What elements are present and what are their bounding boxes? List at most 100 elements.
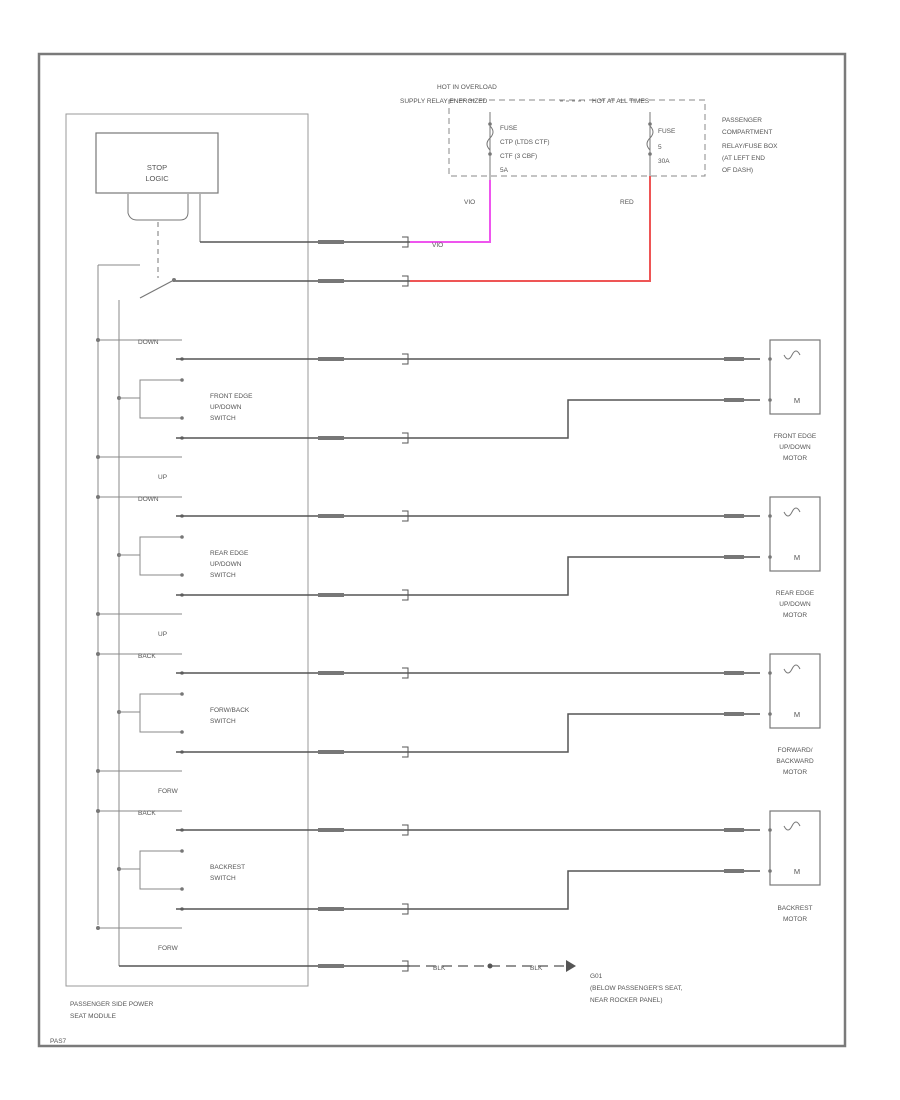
bus-node [96, 495, 100, 499]
harness-connector [318, 436, 344, 440]
figure-id: PAS7 [50, 1038, 67, 1045]
harness-connector-pin [402, 589, 409, 601]
stop-logic-coil [127, 194, 189, 221]
motor-connector [724, 357, 744, 361]
switch-terminal [180, 416, 184, 420]
motor-connector [724, 514, 744, 518]
bus-node [96, 612, 100, 616]
vio-wire-mid-label: VIO [432, 242, 443, 249]
fuse-right-label-3: 30A [658, 158, 670, 165]
motor-winding-icon [783, 664, 801, 674]
motor-terminal [768, 828, 772, 832]
ground-wire-label: BLK [433, 965, 446, 972]
motor-box [769, 653, 821, 729]
harness-connector-pin [402, 903, 409, 915]
switch-position-label: BACK [138, 810, 156, 817]
motor-wire-lower [176, 399, 760, 439]
switch-contact [139, 536, 182, 576]
switch-terminal [180, 849, 184, 853]
outer-frame [37, 52, 847, 1048]
motor-winding-icon [783, 350, 801, 360]
motor-name-label: REAR EDGE [776, 590, 815, 597]
switch-terminal [180, 535, 184, 539]
harness-connector-pin [402, 824, 409, 836]
switch-position-label: FORW [158, 788, 179, 795]
fuse-left: FUSE CTP (LTDS CTF) CTF (3 CBF) 5A [486, 112, 550, 180]
fuse-right-label-1: FUSE [658, 128, 676, 135]
harness-connector [318, 750, 344, 754]
motor-name-label: UP/DOWN [779, 444, 811, 451]
motor-wire-lower [176, 556, 760, 596]
fuse-left-label-4: 5A [500, 167, 509, 174]
bus-node [96, 769, 100, 773]
hot-at-all-times-label: HOT AT ALL TIMES [592, 98, 650, 105]
harness-connector [318, 828, 344, 832]
motor-name-label: MOTOR [783, 769, 807, 776]
harness-connector [318, 907, 344, 911]
supply-connector-2 [318, 275, 409, 287]
motor-name-label: MOTOR [783, 455, 807, 462]
switch-terminal [180, 730, 184, 734]
fuse-left-label-3: CTF (3 CBF) [500, 153, 537, 160]
stop-logic-box [95, 132, 219, 194]
motor-name-label: UP/DOWN [779, 601, 811, 608]
relay-box-label-2: COMPARTMENT [722, 129, 772, 136]
switch-position-label: FORW [158, 945, 179, 952]
motor-connector [724, 712, 744, 716]
relay-box-label-3: RELAY/FUSE BOX [722, 143, 778, 150]
harness-connector [318, 671, 344, 675]
fuse-right-label-2: 5 [658, 144, 662, 151]
switch-position-label: UP [158, 474, 167, 481]
switch-position-label: BACK [138, 653, 156, 660]
red-wire [410, 176, 651, 282]
hot-overload-label: HOT IN OVERLOAD [437, 84, 497, 91]
motor-box [769, 810, 821, 886]
switch-contact [139, 693, 182, 733]
motor-terminal [768, 712, 772, 716]
motor-box [769, 339, 821, 415]
harness-connector-pin [402, 432, 409, 444]
module-label-1: PASSENGER SIDE POWER [70, 1001, 154, 1008]
vio-wire [410, 180, 491, 243]
ground-connector [318, 960, 409, 972]
ground-symbol-icon [566, 960, 576, 972]
bus-node [96, 338, 100, 342]
motor-terminal [768, 671, 772, 675]
fuse-left-label-2: CTP (LTDS CTF) [500, 139, 550, 146]
ground-label-3: NEAR ROCKER PANEL) [590, 997, 662, 1004]
motor-connector [724, 869, 744, 873]
motor-terminal [768, 869, 772, 873]
motor-wire-lower [176, 870, 760, 910]
switch-position-label: DOWN [138, 339, 159, 346]
harness-connector [318, 514, 344, 518]
switch-name-label: REAR EDGE [210, 550, 249, 557]
switch-terminal [180, 378, 184, 382]
motor-name-label: MOTOR [783, 916, 807, 923]
switch-terminal [180, 692, 184, 696]
motor-terminal [768, 357, 772, 361]
motor-terminal [768, 555, 772, 559]
motor-connector [724, 828, 744, 832]
motor-winding-icon [783, 821, 801, 831]
switch-name-label: SWITCH [210, 415, 236, 422]
motor-symbol: M [794, 553, 800, 562]
relay-fuse-box [448, 99, 706, 177]
motor-name-label: BACKREST [777, 905, 812, 912]
relay-box-label-4: (AT LEFT END [722, 155, 765, 162]
harness-connector [318, 593, 344, 597]
switch-position-label: DOWN [138, 496, 159, 503]
fuse-left-label-1: FUSE [500, 125, 518, 132]
harness-connector-pin [402, 510, 409, 522]
switch-name-label: UP/DOWN [210, 561, 242, 568]
motor-box [769, 496, 821, 572]
ground-label-2: (BELOW PASSENGER'S SEAT, [590, 985, 683, 992]
motor-symbol: M [794, 867, 800, 876]
stop-logic-label-1: STOP [147, 163, 167, 172]
motor-connector [724, 671, 744, 675]
motor-name-label: BACKWARD [776, 758, 814, 765]
switch-name-label: FORW/BACK [210, 707, 250, 714]
supply-connector-1 [318, 236, 409, 248]
motor-name-label: FRONT EDGE [774, 433, 817, 440]
motor-name-label: MOTOR [783, 612, 807, 619]
harness-connector-pin [402, 746, 409, 758]
